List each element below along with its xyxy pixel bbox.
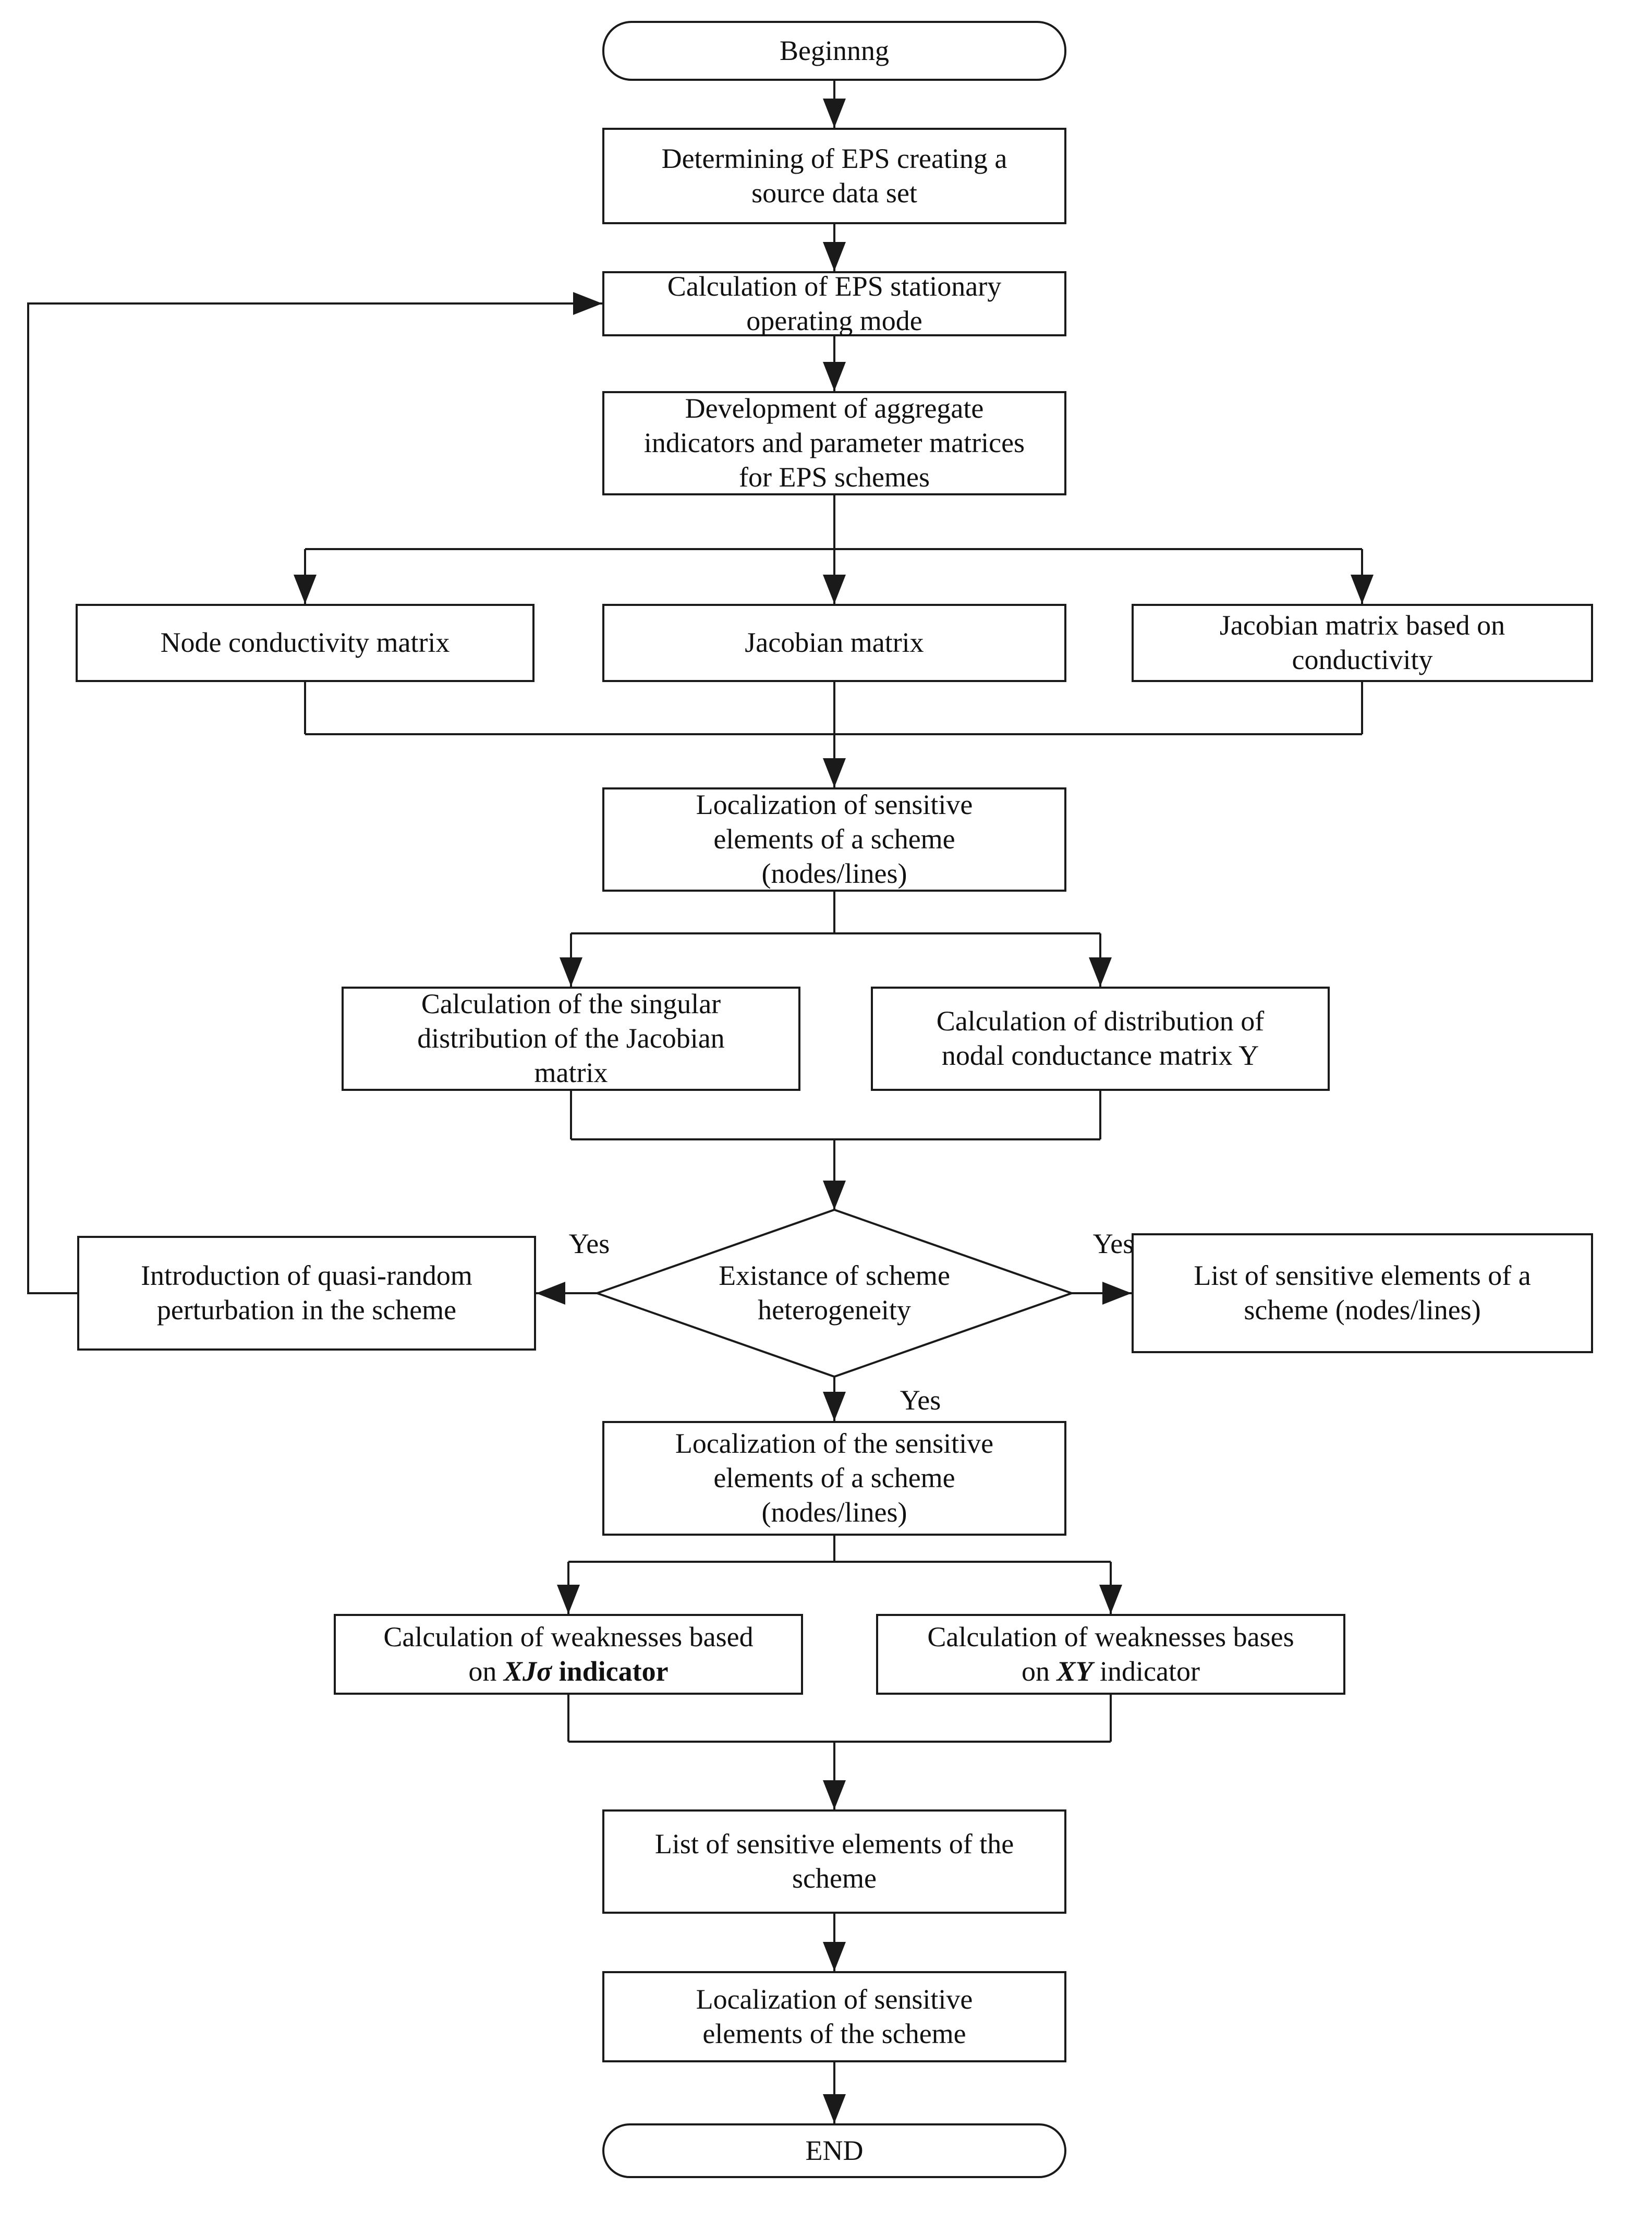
jacobian-box: Jacobian matrix xyxy=(602,604,1066,682)
list-sensitive-scheme-box: List of sensitive elements of the scheme xyxy=(602,1809,1066,1914)
localization2-box: Localization of the sensitive elements o… xyxy=(602,1421,1066,1536)
localization1-label: Localization of sensitive elements of a … xyxy=(696,789,973,889)
decision-label: Existance of scheme heterogeneity xyxy=(719,1260,950,1326)
calc-singular-box: Calculation of the singular distribution… xyxy=(342,987,800,1091)
decision-diamond: Existance of scheme heterogeneity xyxy=(626,1228,1043,1358)
introduction-label: Introduction of quasi-random perturbatio… xyxy=(141,1260,472,1326)
jacobian-label: Jacobian matrix xyxy=(745,627,924,659)
development-box: Development of aggregate indicators and … xyxy=(602,391,1066,495)
localization3-box: Localization of sensitive elements of th… xyxy=(602,1971,1066,2062)
feedback-loop-to-calc-eps xyxy=(27,292,602,1294)
xjs-indicator-symbol: XJσ xyxy=(503,1655,552,1687)
calc-distribution-label: Calculation of distribution of nodal con… xyxy=(936,1005,1265,1071)
node-conductivity-label: Node conductivity matrix xyxy=(160,627,450,659)
list-sensitive-a-label: List of sensitive elements of a scheme (… xyxy=(1194,1260,1531,1326)
yes-label-right: Yes xyxy=(1092,1228,1134,1259)
jacobian-conductivity-box: Jacobian matrix based on conductivity xyxy=(1132,604,1593,682)
introduction-box: Introduction of quasi-random perturbatio… xyxy=(77,1236,536,1351)
yes-label-bottom: Yes xyxy=(900,1384,941,1416)
jacobian-conductivity-label: Jacobian matrix based on conductivity xyxy=(1219,610,1505,675)
localization2-label: Localization of the sensitive elements o… xyxy=(675,1428,994,1528)
end-label: END xyxy=(805,2134,864,2166)
calc-distribution-box: Calculation of distribution of nodal con… xyxy=(871,987,1330,1091)
development-label: Development of aggregate indicators and … xyxy=(643,393,1025,493)
localization3-label: Localization of sensitive elements of th… xyxy=(696,1983,973,2049)
begin-terminator: Beginnng xyxy=(602,21,1066,81)
list-sensitive-scheme-label: List of sensitive elements of the scheme xyxy=(654,1828,1014,1894)
node-conductivity-box: Node conductivity matrix xyxy=(76,604,535,682)
list-sensitive-a-box: List of sensitive elements of a scheme (… xyxy=(1132,1233,1593,1353)
xy-indicator-symbol: XY xyxy=(1056,1655,1093,1687)
determining-box: Determining of EPS creating a source dat… xyxy=(602,128,1066,224)
calc-eps-label: Calculation of EPS stationary operating … xyxy=(667,270,1002,336)
localization1-box: Localization of sensitive elements of a … xyxy=(602,787,1066,892)
yes-label-left: Yes xyxy=(568,1228,610,1259)
determining-label: Determining of EPS creating a source dat… xyxy=(661,142,1007,209)
begin-label: Beginnng xyxy=(780,34,889,66)
end-terminator: END xyxy=(602,2123,1066,2178)
calc-eps-box: Calculation of EPS stationary operating … xyxy=(602,271,1066,336)
calc-singular-label: Calculation of the singular distribution… xyxy=(417,988,725,1088)
